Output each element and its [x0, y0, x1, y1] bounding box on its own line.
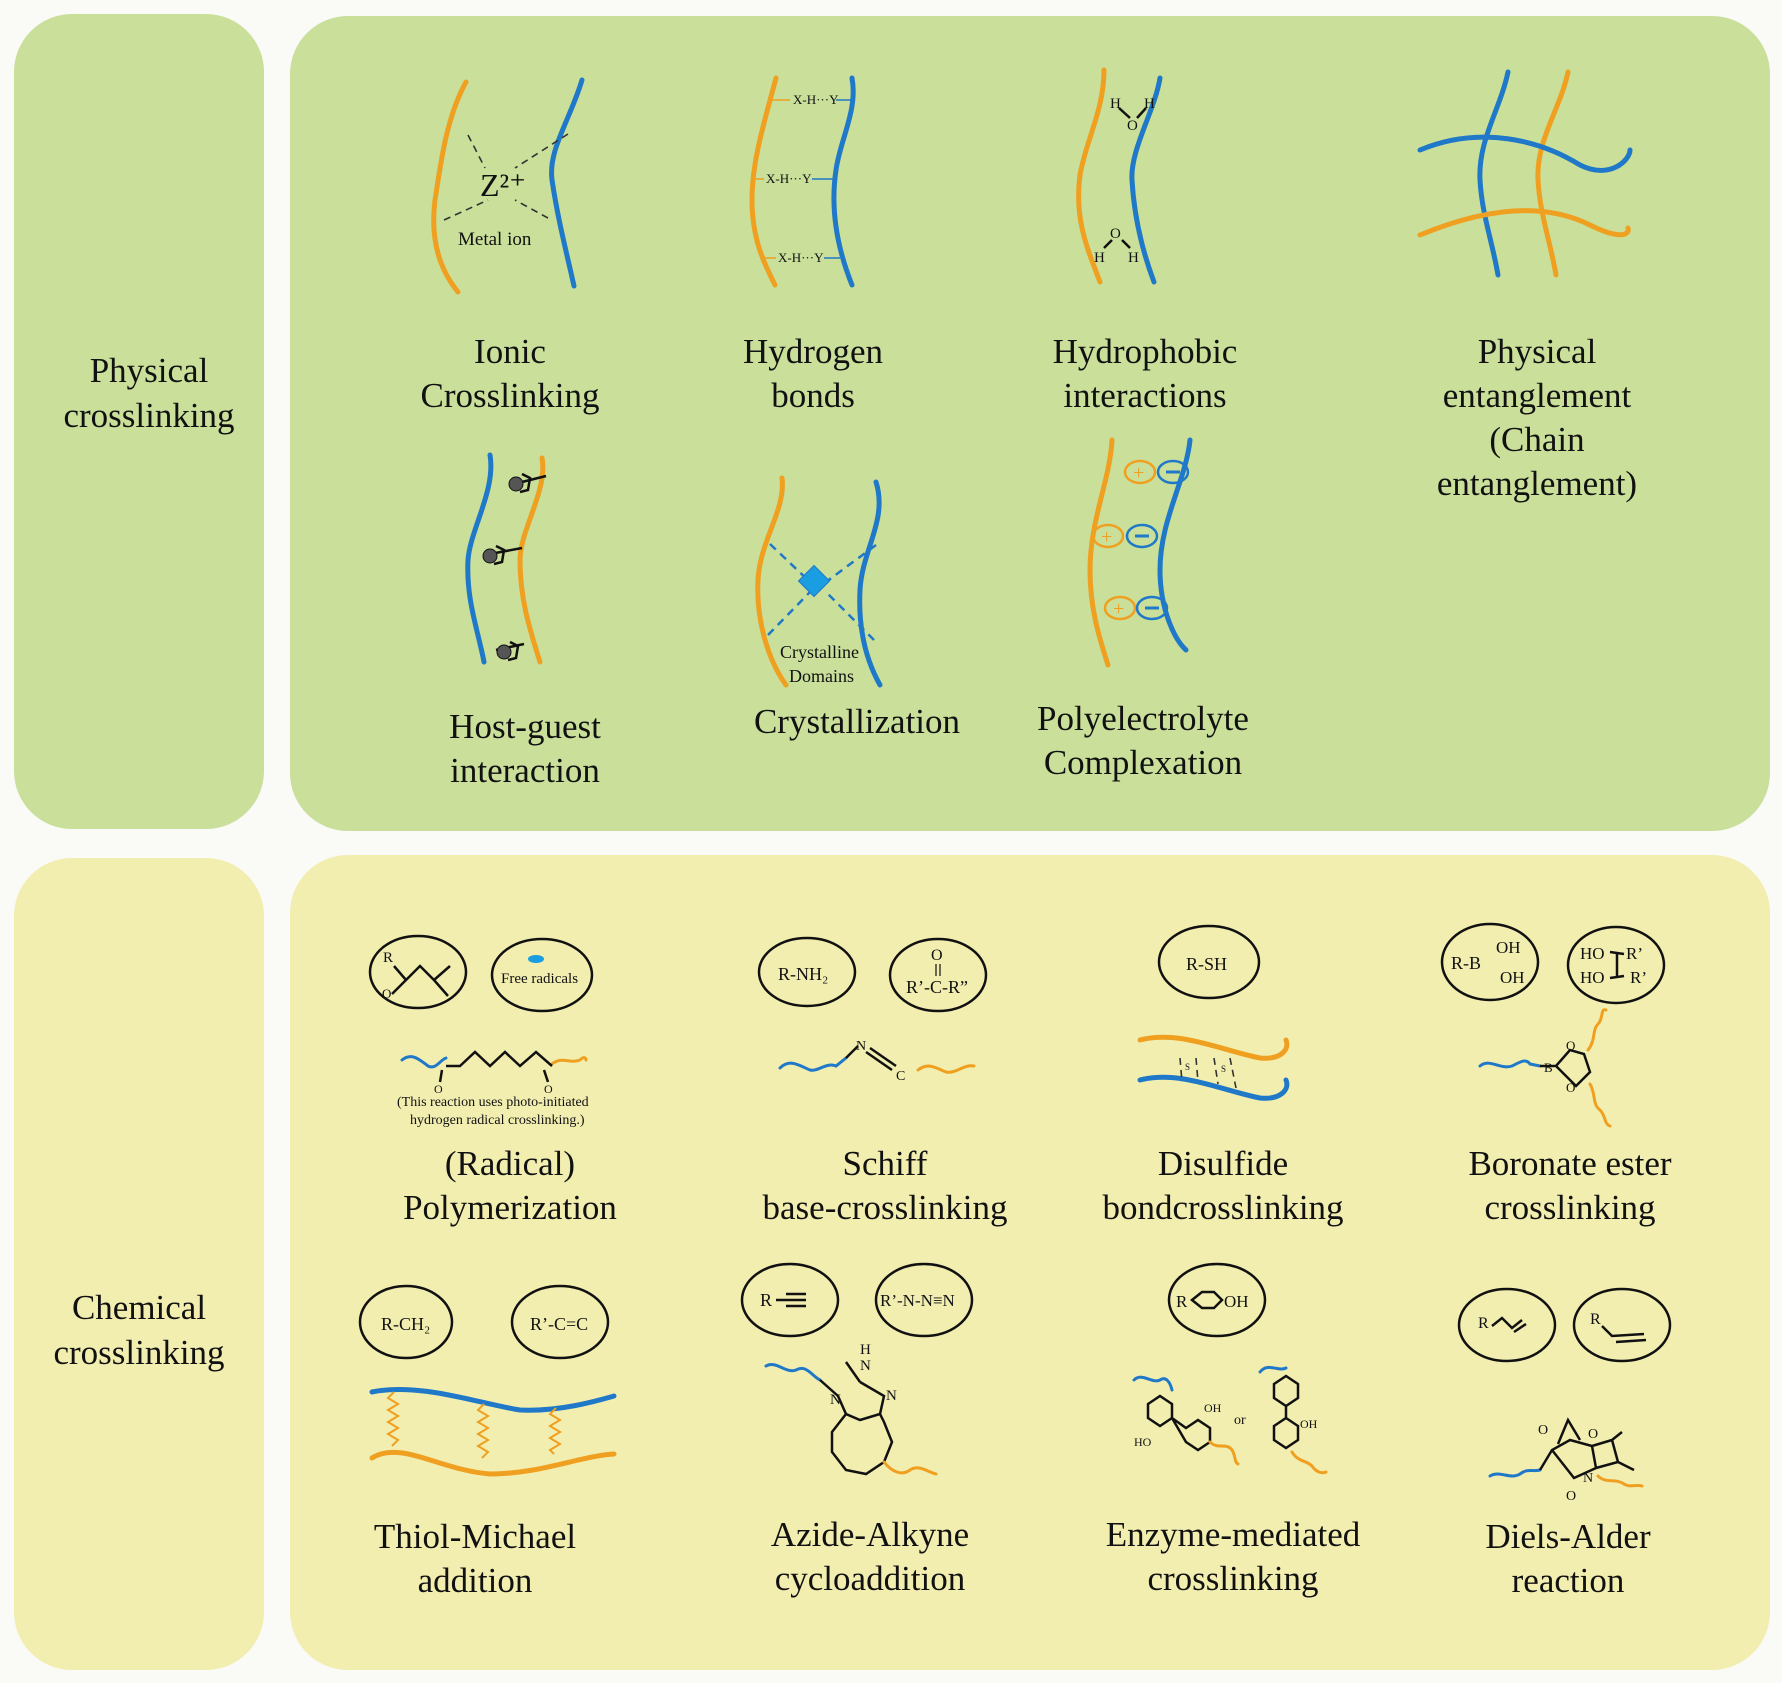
- boronic-label: R-B: [1451, 953, 1481, 973]
- o-atom: O: [544, 1082, 553, 1096]
- r-group: R: [383, 950, 393, 966]
- caption-polyelectrolyte: Polyelectrolyte Complexation: [1037, 699, 1249, 782]
- c-atom: C: [896, 1069, 905, 1084]
- reactant-b-label: R’-C=C: [530, 1314, 588, 1334]
- caption-radical: (Radical) Polymerization: [403, 1144, 617, 1227]
- physical-crosslinking-label: Physical crosslinking: [63, 351, 235, 435]
- rp-label: R’: [1630, 968, 1647, 987]
- host-guest-icon: [465, 452, 547, 665]
- boronate-ester-icon: R-B OH OH HO HO R’ R’ B O O: [1440, 922, 1666, 1128]
- o-atom: O: [1127, 118, 1138, 134]
- caption-ionic: Ionic Crosslinking: [420, 332, 600, 415]
- caption-hydrogen: Hydrogen bonds: [743, 332, 883, 415]
- metal-ion-symbol: Z²⁺: [480, 167, 526, 203]
- ho-label: HO: [1580, 968, 1605, 987]
- n-atom: N: [860, 1358, 871, 1374]
- ho-label: HO: [1580, 944, 1605, 963]
- o-atom: O: [1110, 226, 1121, 242]
- n-atom: N: [1583, 1471, 1593, 1486]
- thiol-label: R-SH: [1186, 954, 1227, 974]
- n-atom: N: [830, 1392, 841, 1408]
- diels-alder-icon: R R O O O N: [1457, 1287, 1672, 1504]
- caption-disulfide: Disulfide bondcrosslinking: [1102, 1144, 1344, 1227]
- o-atom: O: [382, 986, 391, 1001]
- thiol-michael-icon: R-CH₂ R’-C=C: [358, 1284, 617, 1477]
- oh-label: OH: [1500, 968, 1525, 987]
- rp-label: R’: [1626, 944, 1643, 963]
- o-atom: O: [1538, 1423, 1548, 1438]
- o-atom: O: [1566, 1489, 1576, 1504]
- n-atom: N: [886, 1388, 897, 1404]
- caption-host-guest: Host-guest interaction: [449, 707, 601, 790]
- caption-azide-alkyne: Azide-Alkyne cycloaddition: [770, 1515, 970, 1598]
- s-atom: S: [1221, 1064, 1226, 1074]
- reactant-a-label: R-CH₂: [381, 1314, 430, 1334]
- hbond-label: X-H···Y: [778, 250, 824, 265]
- ho-label: HO: [1134, 1435, 1152, 1449]
- oh-label: OH: [1300, 1417, 1318, 1431]
- b-atom: B: [1544, 1060, 1553, 1075]
- o-atom: O: [931, 947, 943, 964]
- r-group: R: [1176, 1292, 1188, 1311]
- hydrogen-bond-icon: X-H···Y X-H···Y X-H···Y: [749, 75, 856, 288]
- h-atom: H: [1144, 96, 1155, 112]
- or-label: or: [1234, 1413, 1246, 1428]
- caption-boronate: Boronate ester crosslinking: [1468, 1144, 1672, 1227]
- alkyne-label: R: [760, 1290, 772, 1310]
- o-atom: O: [1588, 1427, 1598, 1442]
- radical-polymerization-icon: R O Free radicals O O (This reaction use…: [368, 934, 594, 1128]
- plus-charge: +: [1113, 598, 1124, 620]
- crystalline-label: Crystalline: [780, 642, 859, 662]
- o-atom: O: [1566, 1038, 1575, 1053]
- hydrophobic-icon: H H O O H H: [1076, 67, 1163, 285]
- n-atom: N: [856, 1039, 866, 1054]
- caption-entanglement: Physical entanglement (Chain entanglemen…: [1436, 332, 1638, 503]
- oh-label: OH: [1204, 1401, 1222, 1415]
- hbond-label: X-H···Y: [766, 171, 812, 186]
- azide-label: R’-N-N≡N: [880, 1291, 955, 1310]
- h-atom: H: [1094, 250, 1105, 266]
- radical-note-line1: (This reaction uses photo-initiated: [397, 1095, 589, 1110]
- s-atom: S: [1185, 1062, 1190, 1072]
- h-atom: H: [1128, 250, 1139, 266]
- domains-label: Domains: [789, 666, 854, 686]
- crystallization-icon: Crystalline Domains: [755, 475, 883, 688]
- caption-diels-alder: Diels-Alder reaction: [1485, 1517, 1651, 1600]
- enzyme-mediated-icon: R OH OH HO or OH: [1132, 1262, 1328, 1475]
- r-group: R: [1590, 1311, 1601, 1328]
- oh-label: OH: [1496, 938, 1521, 957]
- h-atom: H: [860, 1342, 871, 1358]
- oh-label: OH: [1224, 1292, 1249, 1311]
- caption-crystallization: Crystallization: [753, 702, 961, 741]
- hbond-label: X-H···Y: [793, 92, 839, 107]
- plus-charge: +: [1133, 462, 1144, 484]
- caption-hydrophobic: Hydrophobic interactions: [1052, 332, 1238, 415]
- entanglement-icon: [1417, 69, 1633, 278]
- free-radicals-label: Free radicals: [501, 971, 578, 987]
- chemical-side-panel: [14, 858, 264, 1670]
- physical-side-panel: [14, 14, 264, 829]
- r-group: R: [1478, 1315, 1489, 1332]
- chemical-crosslinking-label: Chemical crosslinking: [53, 1288, 225, 1372]
- polyelectrolyte-icon: + + +: [1087, 437, 1193, 668]
- plus-charge: +: [1101, 526, 1112, 548]
- ionic-crosslink-icon: Z²⁺ Metal ion: [431, 77, 585, 295]
- h-atom: H: [1110, 96, 1121, 112]
- amine-label: R-NH₂: [778, 964, 828, 984]
- caption-schiff: Schiff base-crosslinking: [762, 1144, 1008, 1227]
- radical-note-line2: hydrogen radical crosslinking.): [410, 1113, 585, 1128]
- o-atom: O: [1566, 1080, 1575, 1095]
- metal-ion-label: Metal ion: [458, 229, 532, 250]
- schiff-base-icon: R-NH₂ O R’-C-R” N C: [757, 936, 988, 1084]
- physical-main-panel: [290, 16, 1770, 831]
- o-atom: O: [434, 1082, 443, 1096]
- carbonyl-label: R’-C-R”: [906, 977, 968, 997]
- caption-enzyme: Enzyme-mediated crosslinking: [1105, 1515, 1361, 1598]
- caption-thiol-michael: Thiol-Michael addition: [373, 1517, 577, 1600]
- azide-alkyne-icon: R R’-N-N≡N H N N N: [740, 1262, 974, 1476]
- disulfide-icon: R-SH S S: [1137, 924, 1290, 1101]
